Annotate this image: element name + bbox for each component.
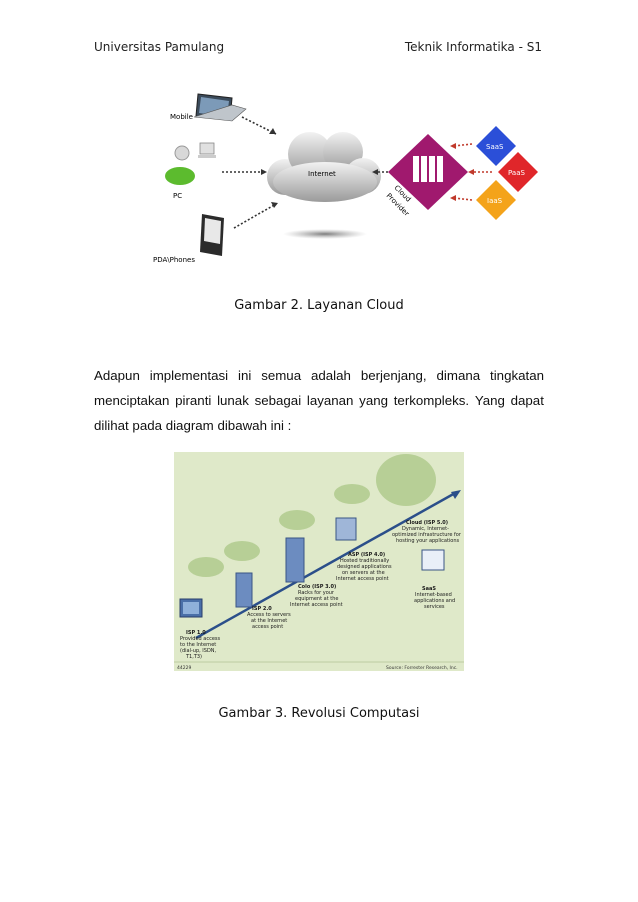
line2-word: menciptakan [94,393,170,408]
saas-line3: services [424,604,445,610]
saas-line1: Internet-based [415,592,452,598]
isp1-title: ISP 1.0 [186,630,206,636]
line1-word: ini [237,368,252,383]
isp4-line1: Hosted traditionally [340,558,389,564]
line2-word: sebagai [254,393,302,408]
pc-icon [165,142,216,185]
saas-title: SaaS [422,586,436,592]
figure-cloud-services: Mobile PC PDA\Phones Internet [153,93,538,264]
isp2-line2: at the Internet [251,618,287,624]
isp2-title: ISP 2.0 [252,606,272,612]
header-department: Teknik Informatika - S1 [404,40,542,54]
isp4-title: ASP (ISP 4.0) [348,552,385,558]
line2-word: layanan [306,393,354,408]
line2-word: terkompleks. [393,393,470,408]
saas-diamond [476,126,516,166]
isp3-line1: Racks for your [298,590,335,596]
isp2-line3: access point [252,624,283,630]
line1-word: adalah [311,368,351,383]
figure-computing-revolution: ISP 1.0 Provided access to the Internet … [174,452,464,671]
paragraph-line-3: dilihat pada diagram dibawah ini : [94,418,292,433]
label-saas: SaaS [486,143,504,151]
isp1-line4: T1,T3) [185,654,202,660]
figure-source: Source: Forrester Research, Inc. [386,665,458,671]
cloud-provider-diamond [388,134,468,210]
iaas-diamond [476,180,516,220]
caption-figure-3: Gambar 3. Revolusi Computasi [218,706,420,721]
growth-arrow [195,490,461,640]
isp4-line3: on servers at the [342,570,385,576]
arrows-devices-to-internet [222,116,277,229]
label-pda-phones: PDA\Phones [153,256,195,264]
laptop-icon [193,93,247,122]
line2-word: lunak [217,393,249,408]
paragraph-line-2: menciptakan piranti lunak sebagai layanan yan… [94,388,544,413]
paas-diamond [498,152,538,192]
isp2-server-icon [235,572,253,608]
line2-word: Yang [474,393,505,408]
saas-line2: applications and [414,598,455,604]
isp4-line4: Internet access point [336,576,389,582]
line2-word: dapat [510,393,544,408]
arrow-provider-to-internet [372,169,388,175]
caption-figure-2: Gambar 2. Layanan Cloud [234,298,404,313]
isp5-line2: optimized infrastructure for [392,532,462,538]
line1-word: tingkatan [490,368,544,383]
isp3-title: Colo (ISP 3.0) [298,584,336,590]
label-iaas: IaaS [487,197,503,205]
isp1-line2: to the Internet [180,642,216,648]
label-internet: Internet [308,170,336,178]
isp5-line3: hosting your applications [396,538,460,544]
arrows-services-to-provider [453,143,492,201]
line2-word: yang [359,393,389,408]
line1-word: semua [261,368,302,383]
label-pc: PC [173,192,182,200]
line1-word: dimana [436,368,481,383]
isp1-computer-icon [179,598,203,618]
isp3-line3: Internet access point [290,602,343,608]
isp1-line1: Provided access [180,636,221,642]
label-mobile: Mobile [170,113,193,121]
internet-cloud [267,132,381,239]
isp3-line2: equipment at the [295,596,338,602]
header-institution: Universitas Pamulang [94,40,225,54]
isp1-line3: (dial-up, ISDN, [180,648,217,654]
figure-code: 44229 [177,665,191,671]
isp3-rack-icon [285,537,305,583]
line1-word: implementasi [149,368,229,383]
saas-window-icon [421,549,445,571]
line1-word: Adapun [94,368,140,383]
cloud-bubbles [188,454,436,577]
isp4-line2: designed applications [337,564,392,570]
body-paragraph: Adapun implementasi ini semua adalah berjenja… [94,363,544,438]
pda-icon [200,214,224,256]
label-paas: PaaS [508,169,525,177]
isp5-line1: Dynamic, Internet- [402,526,449,532]
paragraph-line-1: Adapun implementasi ini semua adalah berjenja… [94,363,544,388]
isp4-app-icon [335,517,357,541]
isp2-line1: Access to servers [247,612,291,618]
line2-word: piranti [175,393,212,408]
line1-word: berjenjang, [360,368,427,383]
isp5-title: Cloud (ISP 5.0) [406,520,448,526]
